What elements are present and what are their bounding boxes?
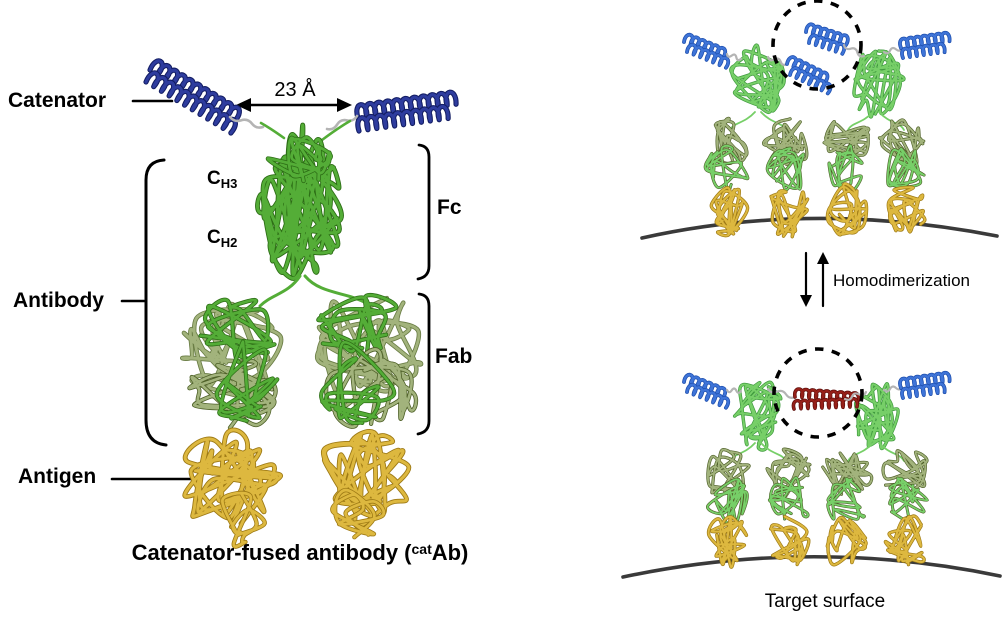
hinge-strand <box>258 274 302 308</box>
catenator-helix <box>147 58 242 124</box>
antibody-label: Antibody <box>13 289 104 312</box>
antigens <box>182 427 412 549</box>
catenator-helix <box>354 89 459 121</box>
open-catenators <box>682 22 952 96</box>
ch3-main: C <box>207 168 221 189</box>
fab-tangle <box>765 146 806 192</box>
linker-loop <box>766 387 797 399</box>
caption-sup: cat <box>411 541 432 557</box>
target-surface-arc <box>640 216 999 240</box>
equilibrium-arrows <box>800 251 829 308</box>
annotation-lines <box>110 99 431 481</box>
catenator-helix <box>807 33 847 56</box>
fab-tangle <box>827 144 864 194</box>
fab-tangle <box>703 144 750 193</box>
fab-tangle <box>765 447 812 498</box>
linker-loop <box>882 46 904 55</box>
antigen-tangle <box>886 185 927 234</box>
catenator-helix <box>900 381 947 400</box>
antigen-tangle <box>706 515 749 569</box>
antigen-label: Antigen <box>18 465 97 488</box>
ch2-sub: H2 <box>220 235 238 250</box>
catenator-helix <box>900 41 947 60</box>
antigen-tangle <box>709 186 750 238</box>
dashed-circle-highlight <box>772 347 864 439</box>
catenator-helix <box>355 103 451 134</box>
figure-caption: Catenator-fused antibody (catAb) <box>105 540 495 565</box>
fab-domains <box>180 293 424 430</box>
fc-tangle <box>853 382 900 451</box>
surface-antibody <box>821 382 929 567</box>
target-surface-label: Target surface <box>764 591 886 612</box>
fc-tangle <box>265 135 334 184</box>
antigen-tangle <box>220 490 267 549</box>
fab-tangle <box>767 476 810 521</box>
antigen-tangle <box>182 427 283 530</box>
ch2-main: C <box>207 227 221 248</box>
fab-tangle <box>886 147 926 189</box>
fc-tangle <box>732 380 783 452</box>
catenator-helix <box>898 370 952 390</box>
linker-left <box>228 115 265 129</box>
antigen-tangle <box>769 189 810 239</box>
distance-label: 23 Å <box>274 79 316 101</box>
fab-tangle <box>822 120 871 164</box>
ch2-label: CH2 <box>207 227 238 250</box>
catenator-helix <box>788 66 833 96</box>
fc-tangle <box>729 43 786 114</box>
antigen-tangle <box>769 514 811 567</box>
catenator-helix <box>685 42 731 70</box>
fab-tangle <box>706 477 749 526</box>
surface-antibody <box>822 49 927 237</box>
surface-antibody <box>706 380 812 569</box>
antigen-tangle <box>330 487 386 540</box>
catab-structure-panel <box>110 58 459 549</box>
dashed-circle-highlight <box>771 0 863 91</box>
fab-tangle <box>826 477 866 521</box>
fab-tangle <box>214 339 280 423</box>
fab-tangle <box>316 293 399 363</box>
ch3-sub: H3 <box>220 176 238 191</box>
fab-tangle <box>881 449 929 496</box>
fc-label: Fc <box>437 196 462 219</box>
distance-arrow <box>236 98 352 112</box>
fab-label: Fab <box>435 345 473 368</box>
fab-tangle <box>821 451 874 496</box>
antigen-tangle <box>825 515 868 567</box>
linker-loop <box>725 52 743 62</box>
ch3-label: CH3 <box>207 168 238 191</box>
fc-domain <box>255 119 352 281</box>
catenator-helix <box>898 30 952 50</box>
fab-tangle <box>713 116 749 166</box>
fab-tangle <box>888 476 929 524</box>
dimerized-catenators <box>682 370 952 411</box>
catenator-dimer-helix <box>793 387 861 404</box>
target-surface-arc <box>621 554 1002 579</box>
linker-loop <box>766 55 789 66</box>
catenator-label: Catenator <box>8 89 107 112</box>
linker-loop <box>725 387 743 394</box>
caption-pre: Catenator-fused antibody ( <box>131 540 412 565</box>
fab-tangle <box>319 340 397 426</box>
linker-loop <box>842 43 866 58</box>
antigen-tangle <box>825 182 869 237</box>
catenator-helix <box>143 70 238 136</box>
homodimerization-label: Homodimerization <box>833 271 970 290</box>
fc-tangle <box>852 49 906 119</box>
linker-right <box>325 114 359 131</box>
caption-post: Ab) <box>431 540 469 565</box>
assembly-panel <box>621 0 1002 579</box>
catenator-helix <box>685 382 731 410</box>
linker-loop <box>882 385 904 393</box>
antigen-tangle <box>883 514 926 567</box>
